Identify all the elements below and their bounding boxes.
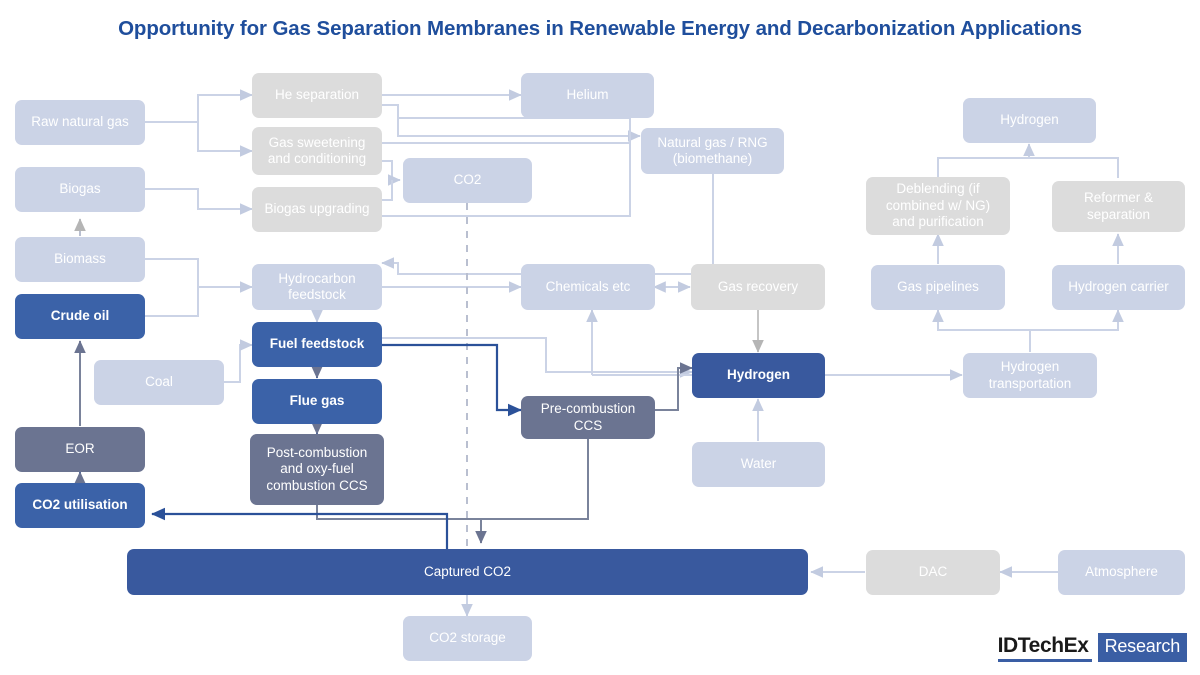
- node-hydrogen-top[interactable]: Hydrogen: [963, 98, 1096, 143]
- node-label-line1: Pre-combustion: [540, 401, 636, 416]
- node-hydrogen-transportation[interactable]: Hydrogen transportation: [963, 353, 1097, 398]
- node-atmosphere[interactable]: Atmosphere: [1058, 550, 1185, 595]
- node-co2-utilisation[interactable]: CO2 utilisation: [15, 483, 145, 528]
- node-post-combustion-ccs[interactable]: Post-combustion and oxy-fuel combustion …: [250, 434, 384, 505]
- node-pre-combustion-ccs[interactable]: Pre-combustion CCS: [521, 396, 655, 439]
- node-label: CO2: [453, 172, 482, 188]
- node-raw-natural-gas[interactable]: Raw natural gas: [15, 100, 145, 145]
- node-gas-recovery[interactable]: Gas recovery: [691, 264, 825, 310]
- node-gas-sweetening[interactable]: Gas sweetening and conditioning: [252, 127, 382, 175]
- node-hydrogen-carrier[interactable]: Hydrogen carrier: [1052, 265, 1185, 310]
- node-label-line2: and conditioning: [267, 151, 367, 166]
- node-label: DAC: [918, 564, 948, 580]
- node-label: Hydrogen: [726, 367, 790, 383]
- node-co2-storage[interactable]: CO2 storage: [403, 616, 532, 661]
- node-label: Atmosphere: [1085, 564, 1158, 580]
- node-label: Hydrogen: [1000, 112, 1059, 128]
- node-label: EOR: [65, 441, 95, 457]
- node-label-line2: combined w/ NG): [885, 197, 991, 213]
- page-title: Opportunity for Gas Separation Membranes…: [118, 17, 1082, 40]
- node-captured-co2[interactable]: Captured CO2: [127, 549, 808, 595]
- idtechex-research-logo: IDTechEx Research: [997, 633, 1187, 662]
- node-label: Flue gas: [289, 393, 345, 409]
- node-label: Biogas upgrading: [264, 201, 370, 217]
- node-gas-pipelines[interactable]: Gas pipelines: [871, 265, 1005, 310]
- node-label-line1: Reformer &: [1083, 190, 1154, 205]
- node-flue-gas[interactable]: Flue gas: [252, 379, 382, 424]
- node-label-line2: feedstock: [288, 287, 346, 302]
- node-water[interactable]: Water: [692, 442, 825, 487]
- node-hydrocarbon-feedstock[interactable]: Hydrocarbon feedstock: [252, 264, 382, 310]
- node-label-line1: Hydrocarbon: [278, 270, 356, 286]
- node-deblending[interactable]: Deblending (if combined w/ NG) and purif…: [866, 177, 1010, 235]
- node-he-separation[interactable]: He separation: [252, 73, 382, 118]
- node-reformer-separation[interactable]: Reformer & separation: [1052, 181, 1185, 232]
- node-label: Helium: [566, 87, 609, 103]
- node-crude-oil[interactable]: Crude oil: [15, 294, 145, 339]
- node-label: Biogas: [59, 181, 101, 197]
- node-label-line2: separation: [1086, 206, 1151, 222]
- node-label: Coal: [145, 374, 173, 390]
- node-label-line3: and purification: [892, 214, 984, 230]
- node-biomass[interactable]: Biomass: [15, 237, 145, 282]
- node-label-line2: CCS: [573, 417, 603, 433]
- node-label: CO2 storage: [429, 630, 506, 646]
- node-label: Captured CO2: [423, 563, 512, 579]
- logo-suffix-badge: Research: [1097, 633, 1187, 662]
- node-helium[interactable]: Helium: [521, 73, 654, 118]
- node-label: Raw natural gas: [31, 114, 129, 130]
- node-biogas[interactable]: Biogas: [15, 167, 145, 212]
- node-label: Gas pipelines: [897, 279, 979, 295]
- node-eor[interactable]: EOR: [15, 427, 145, 472]
- node-label: Fuel feedstock: [269, 336, 365, 352]
- node-label-line3: combustion CCS: [266, 477, 368, 493]
- node-label-line1: Post-combustion: [266, 444, 368, 460]
- node-label-line1: Natural gas / RNG: [657, 134, 768, 150]
- logo-brand-text: IDTechEx: [997, 633, 1092, 662]
- node-label: Crude oil: [50, 308, 110, 324]
- node-label-line1: Gas sweetening: [268, 134, 366, 150]
- node-label-line2: (biomethane): [672, 151, 753, 166]
- node-label: Biomass: [54, 251, 106, 267]
- node-label: CO2 utilisation: [32, 497, 128, 513]
- node-hydrogen-main[interactable]: Hydrogen: [692, 353, 825, 398]
- node-label: Chemicals etc: [545, 278, 631, 294]
- node-chemicals-etc[interactable]: Chemicals etc: [521, 264, 655, 310]
- node-natural-gas-rng[interactable]: Natural gas / RNG (biomethane): [641, 128, 784, 174]
- node-label-line1: Deblending (if: [896, 181, 980, 197]
- node-biogas-upgrading[interactable]: Biogas upgrading: [252, 187, 382, 232]
- node-dac[interactable]: DAC: [866, 550, 1000, 595]
- node-label: Gas recovery: [717, 278, 799, 294]
- node-label: Water: [740, 456, 777, 472]
- node-fuel-feedstock[interactable]: Fuel feedstock: [252, 322, 382, 367]
- node-label: He separation: [274, 87, 360, 103]
- node-co2[interactable]: CO2: [403, 158, 532, 203]
- node-label-line2: transportation: [988, 375, 1072, 391]
- node-label-line1: Hydrogen: [1000, 359, 1060, 374]
- node-label-line2: and oxy-fuel: [280, 461, 354, 477]
- node-label: Hydrogen carrier: [1068, 279, 1169, 295]
- node-coal[interactable]: Coal: [94, 360, 224, 405]
